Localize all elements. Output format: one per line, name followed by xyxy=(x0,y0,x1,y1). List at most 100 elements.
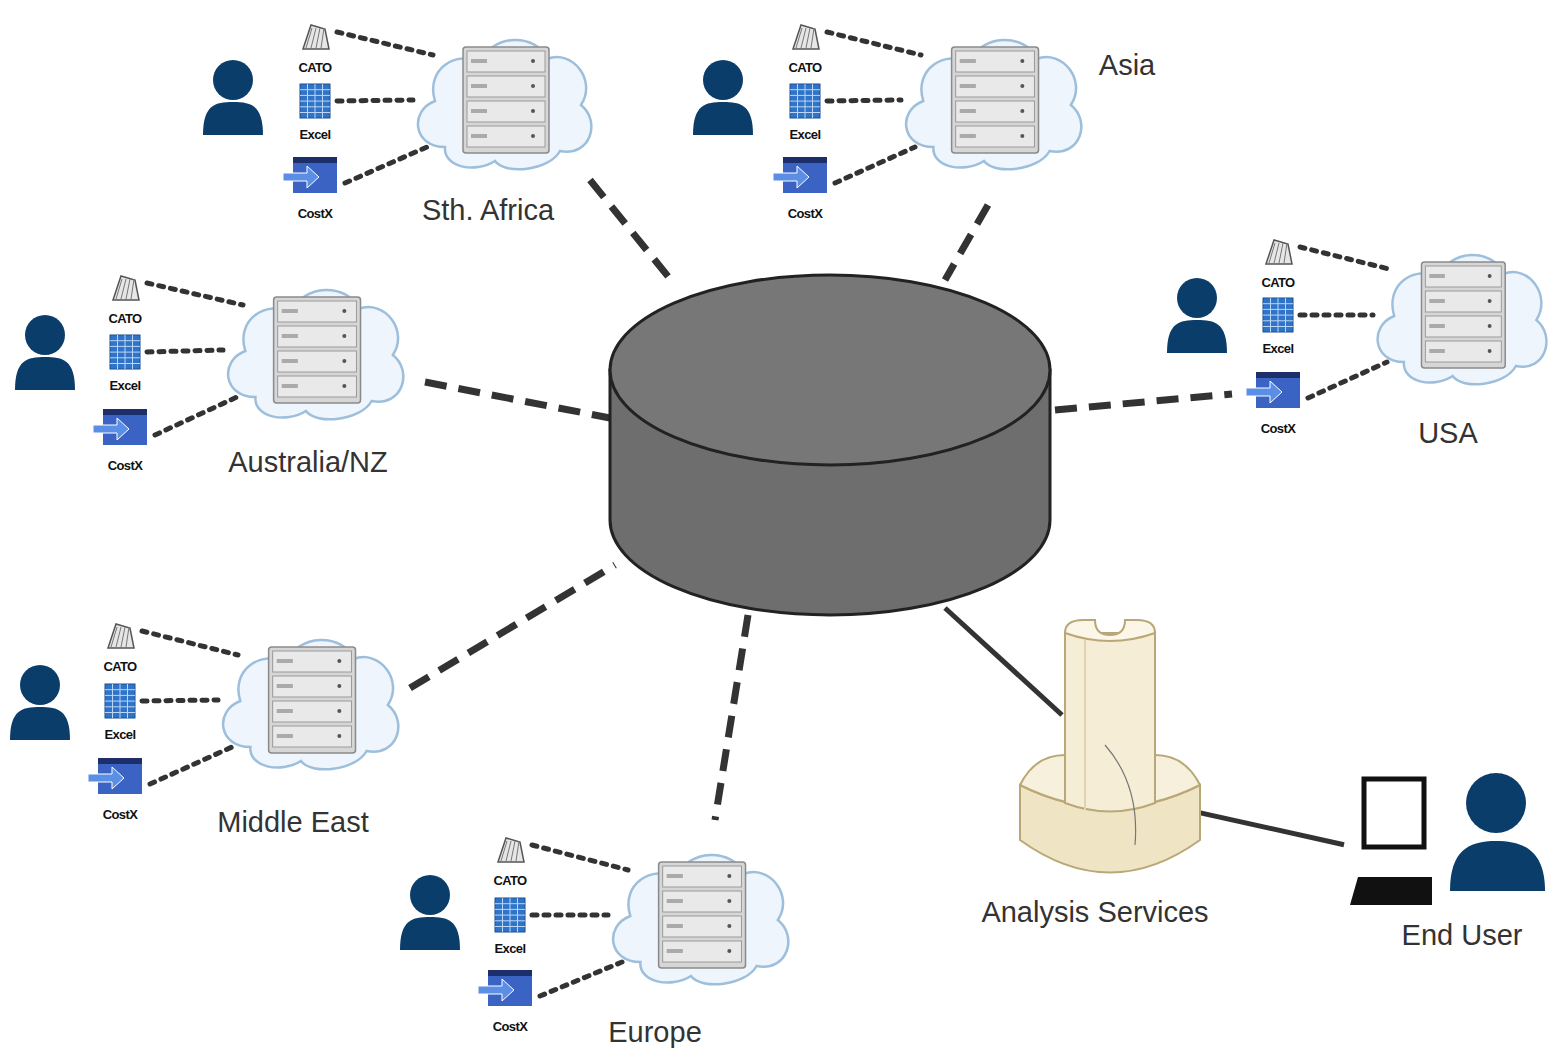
grid-line xyxy=(110,363,140,364)
icon-caption: CostX xyxy=(493,1019,528,1034)
grid-line xyxy=(790,95,820,96)
grid-line xyxy=(1263,315,1293,316)
server-unit xyxy=(273,651,352,672)
server-light xyxy=(342,334,346,338)
grid-line xyxy=(1263,320,1293,321)
dotted-leader xyxy=(1300,247,1393,270)
server-slot xyxy=(282,359,298,363)
server-unit xyxy=(663,916,742,937)
server-unit xyxy=(278,376,357,397)
icon-caption: Excel xyxy=(105,727,136,742)
server-light xyxy=(727,949,731,953)
grid-line xyxy=(110,340,140,341)
connector-line xyxy=(1197,812,1344,845)
person-body xyxy=(203,102,263,135)
server-light xyxy=(727,874,731,878)
person-head xyxy=(1466,773,1526,833)
server-unit xyxy=(278,301,357,322)
server-light xyxy=(1488,299,1492,303)
cato-icon xyxy=(303,25,329,49)
cato-stripe xyxy=(1279,243,1283,263)
costx-icon xyxy=(93,409,147,445)
grid-line xyxy=(300,89,330,90)
cloud-outline xyxy=(215,275,407,425)
server-slot xyxy=(667,899,683,903)
person-head xyxy=(1177,278,1217,318)
cato-stripe xyxy=(126,279,130,299)
server-unit xyxy=(278,326,357,347)
server-unit xyxy=(1425,266,1501,287)
cato-stripe xyxy=(811,28,814,48)
dotted-leader xyxy=(532,913,608,918)
dotted-leader xyxy=(345,147,427,183)
icon-caption: CATO xyxy=(788,60,821,75)
person-body xyxy=(693,102,753,135)
region-cloud: Sth. Africa xyxy=(405,25,595,175)
server-unit xyxy=(273,676,352,697)
person-icon xyxy=(1167,278,1227,353)
cloud-shape xyxy=(613,855,788,984)
costx-icon xyxy=(88,758,142,794)
node-label: Middle East xyxy=(217,806,369,839)
cato-stripe xyxy=(116,627,121,647)
tool-icons xyxy=(283,25,433,193)
grid-line xyxy=(495,915,525,916)
grid-line xyxy=(790,106,820,107)
column-wire xyxy=(1105,745,1136,845)
dashed-link xyxy=(410,565,615,688)
grid-line xyxy=(1263,303,1293,304)
server-unit xyxy=(663,866,742,887)
dashed-link xyxy=(945,205,988,280)
costx-icon xyxy=(283,157,337,193)
server-slot xyxy=(277,709,293,713)
server-rack xyxy=(269,647,356,753)
costx-icon xyxy=(478,970,532,1006)
excel-sheet xyxy=(790,84,820,118)
server-light xyxy=(1020,84,1024,88)
cloud-outline xyxy=(405,25,595,175)
cloud-shape xyxy=(223,640,398,769)
person-head xyxy=(410,875,450,915)
grid-line xyxy=(495,903,525,904)
cylinder-top xyxy=(610,275,1050,465)
server-slot xyxy=(1429,274,1445,278)
tool-icons xyxy=(773,25,921,193)
cato-icon xyxy=(1266,240,1292,264)
person-body xyxy=(1167,320,1227,353)
server-unit xyxy=(278,351,357,372)
server-light xyxy=(342,384,346,388)
icon-caption: CostX xyxy=(103,807,138,822)
dotted-leader xyxy=(337,100,413,101)
grid-line xyxy=(105,695,135,696)
cloud-outline xyxy=(1365,240,1550,390)
icon-caption: CostX xyxy=(1261,421,1296,436)
person-body xyxy=(10,707,70,740)
excel-icon xyxy=(790,84,820,118)
icon-caption: CostX xyxy=(108,458,143,473)
server-unit xyxy=(467,126,545,147)
server-slot xyxy=(282,309,298,313)
costx-bar xyxy=(293,157,337,163)
server-unit xyxy=(1425,316,1501,337)
cato-stripe xyxy=(806,28,810,48)
grid-line xyxy=(790,101,820,102)
tool-icons xyxy=(1246,240,1393,408)
server-slot xyxy=(471,59,487,63)
grid-line xyxy=(790,112,820,113)
server-slot xyxy=(1429,324,1445,328)
server-light xyxy=(342,309,346,313)
grid-line xyxy=(105,706,135,707)
icon-caption: Excel xyxy=(300,127,331,142)
grid-line xyxy=(1263,309,1293,310)
tool-icons xyxy=(88,624,238,794)
server-slot xyxy=(960,59,976,63)
excel-icon xyxy=(300,84,330,118)
cato-stripe xyxy=(321,28,324,48)
icon-caption: Excel xyxy=(790,127,821,142)
node-label: End User xyxy=(1402,919,1523,952)
person-icon xyxy=(15,315,75,390)
node-label: Asia xyxy=(1099,49,1155,82)
dotted-leader xyxy=(150,747,232,784)
cato-stripe xyxy=(796,28,802,48)
node-label: Sth. Africa xyxy=(422,194,554,227)
